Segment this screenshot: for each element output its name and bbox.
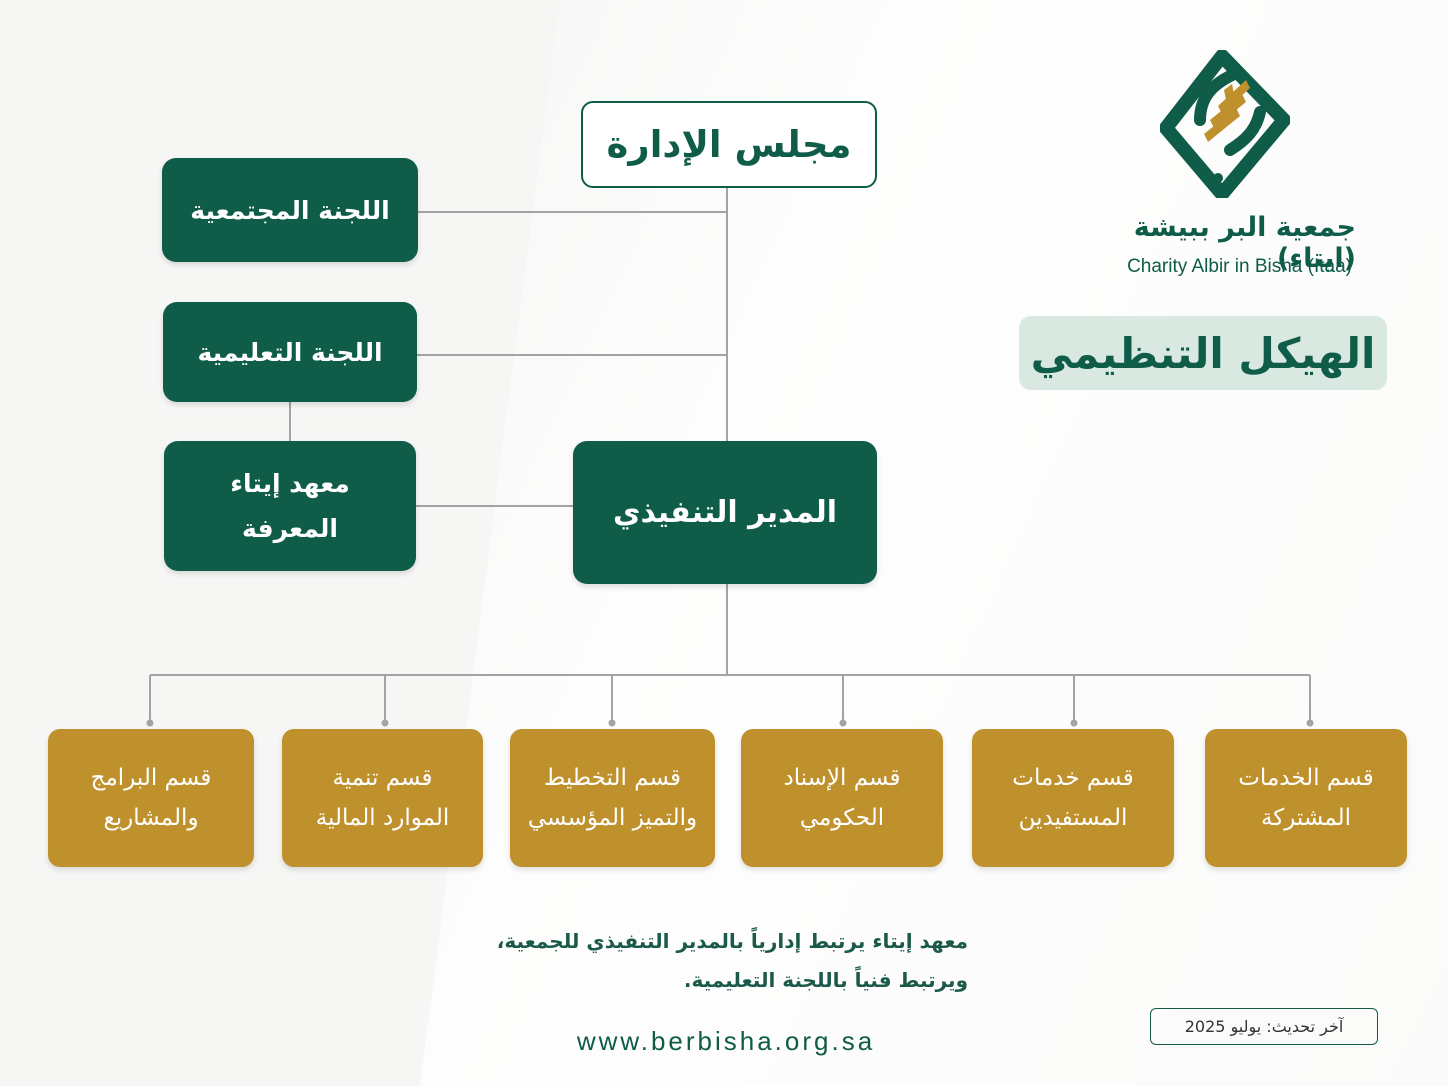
department-label-line2: المشتركة	[1260, 805, 1352, 831]
website-url: www.berbisha.org.sa	[576, 1026, 876, 1056]
board-of-directors-node: مجلس الإدارة	[581, 101, 877, 188]
itaa-logo-icon	[1159, 49, 1291, 201]
department-label-line1: قسم خدمات	[1012, 765, 1134, 791]
department-programs-projects: قسم البرامج والمشاريع	[48, 729, 254, 867]
institute-label-line2: المعرفة	[242, 514, 338, 543]
institute-relationship-note: معهد إيتاء يرتبط إدارياً بالمدير التنفيذ…	[440, 922, 968, 1000]
page-title: الهيكل التنظيمي	[1019, 316, 1387, 390]
department-label-line1: قسم الخدمات	[1238, 765, 1374, 791]
department-label-line2: والتميز المؤسسي	[527, 805, 698, 831]
department-label-line1: قسم الإسناد	[783, 765, 901, 791]
organization-name-english: Charity Albir in Bisha (Itaa)	[1127, 256, 1352, 277]
itaa-knowledge-institute-node: معهد إيتاء المعرفة	[164, 441, 416, 571]
department-label-line2: والمشاريع	[103, 805, 199, 831]
community-committee-node: اللجنة المجتمعية	[162, 158, 418, 262]
department-label-line1: قسم تنمية	[332, 765, 433, 791]
department-planning-excellence: قسم التخطيط والتميز المؤسسي	[510, 729, 715, 867]
organization-name-arabic: جمعية البر ببيشة (ايتاء)	[1133, 212, 1356, 274]
department-label-line2: المستفيدين	[1018, 805, 1128, 831]
education-committee-node: اللجنة التعليمية	[163, 302, 417, 402]
department-government-support: قسم الإسناد الحكومي	[741, 729, 943, 867]
note-line2: ويرتبط فنياً باللجنة التعليمية.	[683, 968, 968, 992]
note-line1: معهد إيتاء يرتبط إدارياً بالمدير التنفيذ…	[496, 929, 968, 953]
department-label-line1: قسم التخطيط	[544, 765, 681, 791]
last-updated-badge: آخر تحديث: يوليو 2025	[1150, 1008, 1378, 1045]
executive-director-node: المدير التنفيذي	[573, 441, 877, 584]
department-label-line2: الحكومي	[799, 805, 885, 831]
department-label-line2: الموارد المالية	[315, 805, 450, 831]
department-label-line1: قسم البرامج	[90, 765, 212, 791]
institute-label-line1: معهد إيتاء	[230, 469, 350, 498]
department-beneficiary-services: قسم خدمات المستفيدين	[972, 729, 1174, 867]
department-shared-services: قسم الخدمات المشتركة	[1205, 729, 1407, 867]
department-financial-resources: قسم تنمية الموارد المالية	[282, 729, 483, 867]
